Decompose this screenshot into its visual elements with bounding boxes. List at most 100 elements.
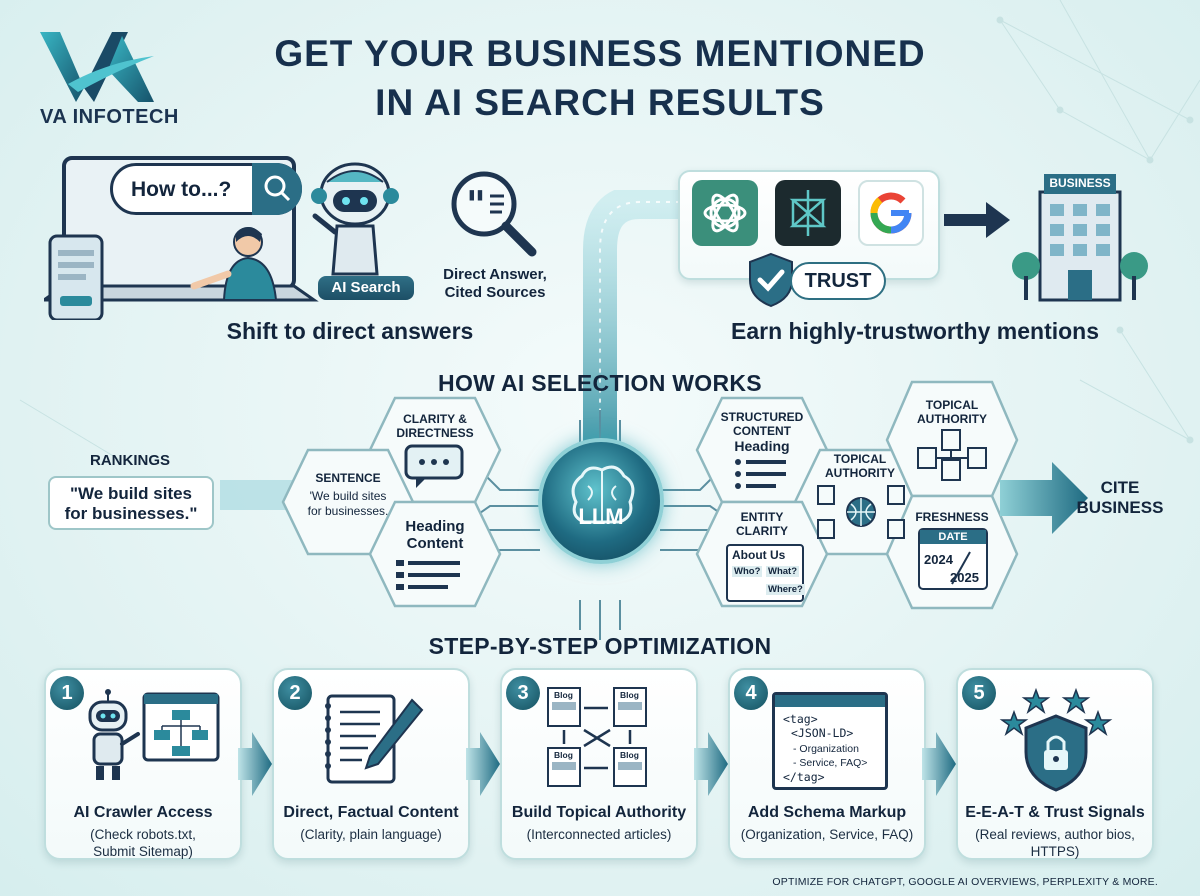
- rankings-quote-line-2: for businesses.": [64, 504, 198, 523]
- step-title-1: AI Crawler Access: [73, 804, 213, 821]
- notebook-pen-icon: [325, 694, 424, 784]
- globe-documents-icon: [817, 485, 905, 539]
- entity-line-1: ENTITY: [740, 510, 784, 524]
- code-line-4: - Service, FAQ>: [793, 757, 868, 769]
- step-title-3: Build Topical Authority: [511, 804, 687, 821]
- business-sign: BUSINESS: [1049, 176, 1111, 190]
- crawler-robot-icon: [88, 689, 220, 780]
- list-icon: [735, 459, 786, 489]
- sentence-text-line-1: 'We build sites: [309, 489, 387, 503]
- robot-icon: [311, 162, 399, 276]
- brand-name: VA INFOTECH: [40, 106, 179, 128]
- svg-text:": ": [466, 182, 486, 227]
- trust-shield-stars-icon: [999, 687, 1113, 792]
- code-window-titlebar: [775, 695, 885, 707]
- freshness-label: FRESHNESS: [915, 510, 989, 524]
- perplexity-icon: [775, 180, 841, 246]
- search-icon: [252, 163, 302, 215]
- code-line-1: <tag>: [783, 712, 818, 726]
- step-number-1: 1: [50, 676, 84, 710]
- document-network-icon: [917, 429, 987, 481]
- rankings-label: RANKINGS: [89, 452, 170, 469]
- topical-top-line-1: TOPICAL: [925, 398, 979, 412]
- structured-label: STRUCTURED CONTENT: [712, 410, 812, 438]
- entity-line-2: CLARITY: [736, 524, 788, 538]
- text-lines-icon: [396, 560, 460, 590]
- footer-note: OPTIMIZE FOR CHATGPT, GOOGLE AI OVERVIEW…: [772, 876, 1158, 888]
- step-sub-1a: (Check robots.txt,: [90, 827, 196, 842]
- llm-label: LLM: [578, 504, 624, 529]
- calendar-icon: DATE 2024 2025: [918, 528, 988, 590]
- topical-mid-line-2: AUTHORITY: [825, 466, 895, 480]
- heading-content-line-1: Heading: [405, 518, 465, 535]
- page-title-line-1: GET YOUR BUSINESS MENTIONED: [274, 33, 926, 74]
- trust-badge: TRUST: [790, 262, 886, 300]
- blog-label-4: Blog: [620, 750, 639, 760]
- clarity-label: CLARITY & DIRECTNESS: [385, 412, 485, 440]
- blog-network-icon: Blog Blog Blog Blog: [547, 687, 647, 787]
- data-stream: [583, 190, 680, 470]
- entity-label: ENTITY CLARITY: [712, 510, 812, 538]
- direct-answer-line-1: Direct Answer,: [443, 266, 547, 283]
- page-title-line-2: IN AI SEARCH RESULTS: [375, 82, 825, 123]
- blog-label-1: Blog: [554, 690, 573, 700]
- quote-magnifier-icon: ": [451, 171, 537, 257]
- chat-bubble-icon: [404, 444, 464, 488]
- cite-arrow-icon: [1000, 462, 1088, 534]
- step-sub-5a: (Real reviews, author bios,: [975, 827, 1135, 842]
- step-number-3: 3: [506, 676, 540, 710]
- step-sub-1b: Submit Sitemap): [93, 844, 193, 859]
- topical-mid-label: TOPICAL AUTHORITY: [810, 452, 910, 480]
- year-2024: 2024: [924, 552, 953, 567]
- code-line-5: </tag>: [783, 770, 825, 784]
- who-tag: Who?: [732, 566, 763, 577]
- ai-search-pill: AI Search: [318, 276, 414, 300]
- where-tag: Where?: [766, 584, 805, 595]
- cite-line-2: BUSINESS: [1076, 498, 1164, 517]
- brain-icon: [571, 465, 635, 524]
- chatgpt-icon: [692, 180, 758, 246]
- llm-core: LLM: [538, 438, 664, 564]
- step-number-5: 5: [962, 676, 996, 710]
- schema-code-window: <tag> <JSON-LD> - Organization - Service…: [772, 692, 888, 790]
- step-number-2: 2: [278, 676, 312, 710]
- cite-line-1: CITE: [1100, 478, 1140, 497]
- search-bar: How to...?: [110, 163, 302, 215]
- blog-label-2: Blog: [620, 690, 639, 700]
- search-query-text: How to...?: [131, 178, 232, 201]
- step-number-4: 4: [734, 676, 768, 710]
- step-title-4: Add Schema Markup: [747, 804, 907, 821]
- rankings-quote-box: "We build sites for businesses.": [48, 476, 214, 530]
- direct-answer-caption: Direct Answer, Cited Sources: [430, 266, 560, 302]
- heading-content-label: Heading Content: [385, 518, 485, 552]
- step-title-2: Direct, Factual Content: [283, 804, 459, 821]
- clarity-line-1: CLARITY &: [403, 412, 467, 426]
- topical-top-label: TOPICAL AUTHORITY: [902, 398, 1002, 426]
- step-sub-5b: HTTPS): [1030, 844, 1080, 859]
- structured-heading: Heading: [734, 438, 790, 454]
- code-line-3: - Organization: [793, 743, 859, 755]
- sentence-label: SENTENCE: [315, 471, 381, 485]
- step-sub-2: (Clarity, plain language): [300, 827, 442, 842]
- rankings-quote-line-1: "We build sites: [69, 484, 193, 503]
- va-logo-icon: [40, 32, 154, 102]
- structured-line-2: CONTENT: [733, 424, 791, 438]
- blog-label-3: Blog: [554, 750, 573, 760]
- step-arrow-3: [694, 732, 728, 796]
- hex-heading-content: [368, 500, 502, 608]
- step-sub-4: (Organization, Service, FAQ): [740, 827, 914, 842]
- shift-caption: Shift to direct answers: [226, 318, 474, 344]
- step-sub-3: (Interconnected articles): [526, 827, 672, 842]
- google-icon: [858, 180, 924, 246]
- business-building-icon: [1012, 174, 1148, 302]
- date-label: DATE: [920, 530, 986, 544]
- selection-heading: HOW AI SELECTION WORKS: [438, 370, 762, 396]
- sentence-text: 'We build sites for businesses.: [290, 489, 406, 519]
- about-us-title: About Us: [732, 548, 786, 562]
- arrow-right-icon: [944, 202, 1010, 238]
- clarity-line-2: DIRECTNESS: [396, 426, 474, 440]
- step-arrow-1: [238, 732, 272, 796]
- slash-mark: [951, 551, 971, 585]
